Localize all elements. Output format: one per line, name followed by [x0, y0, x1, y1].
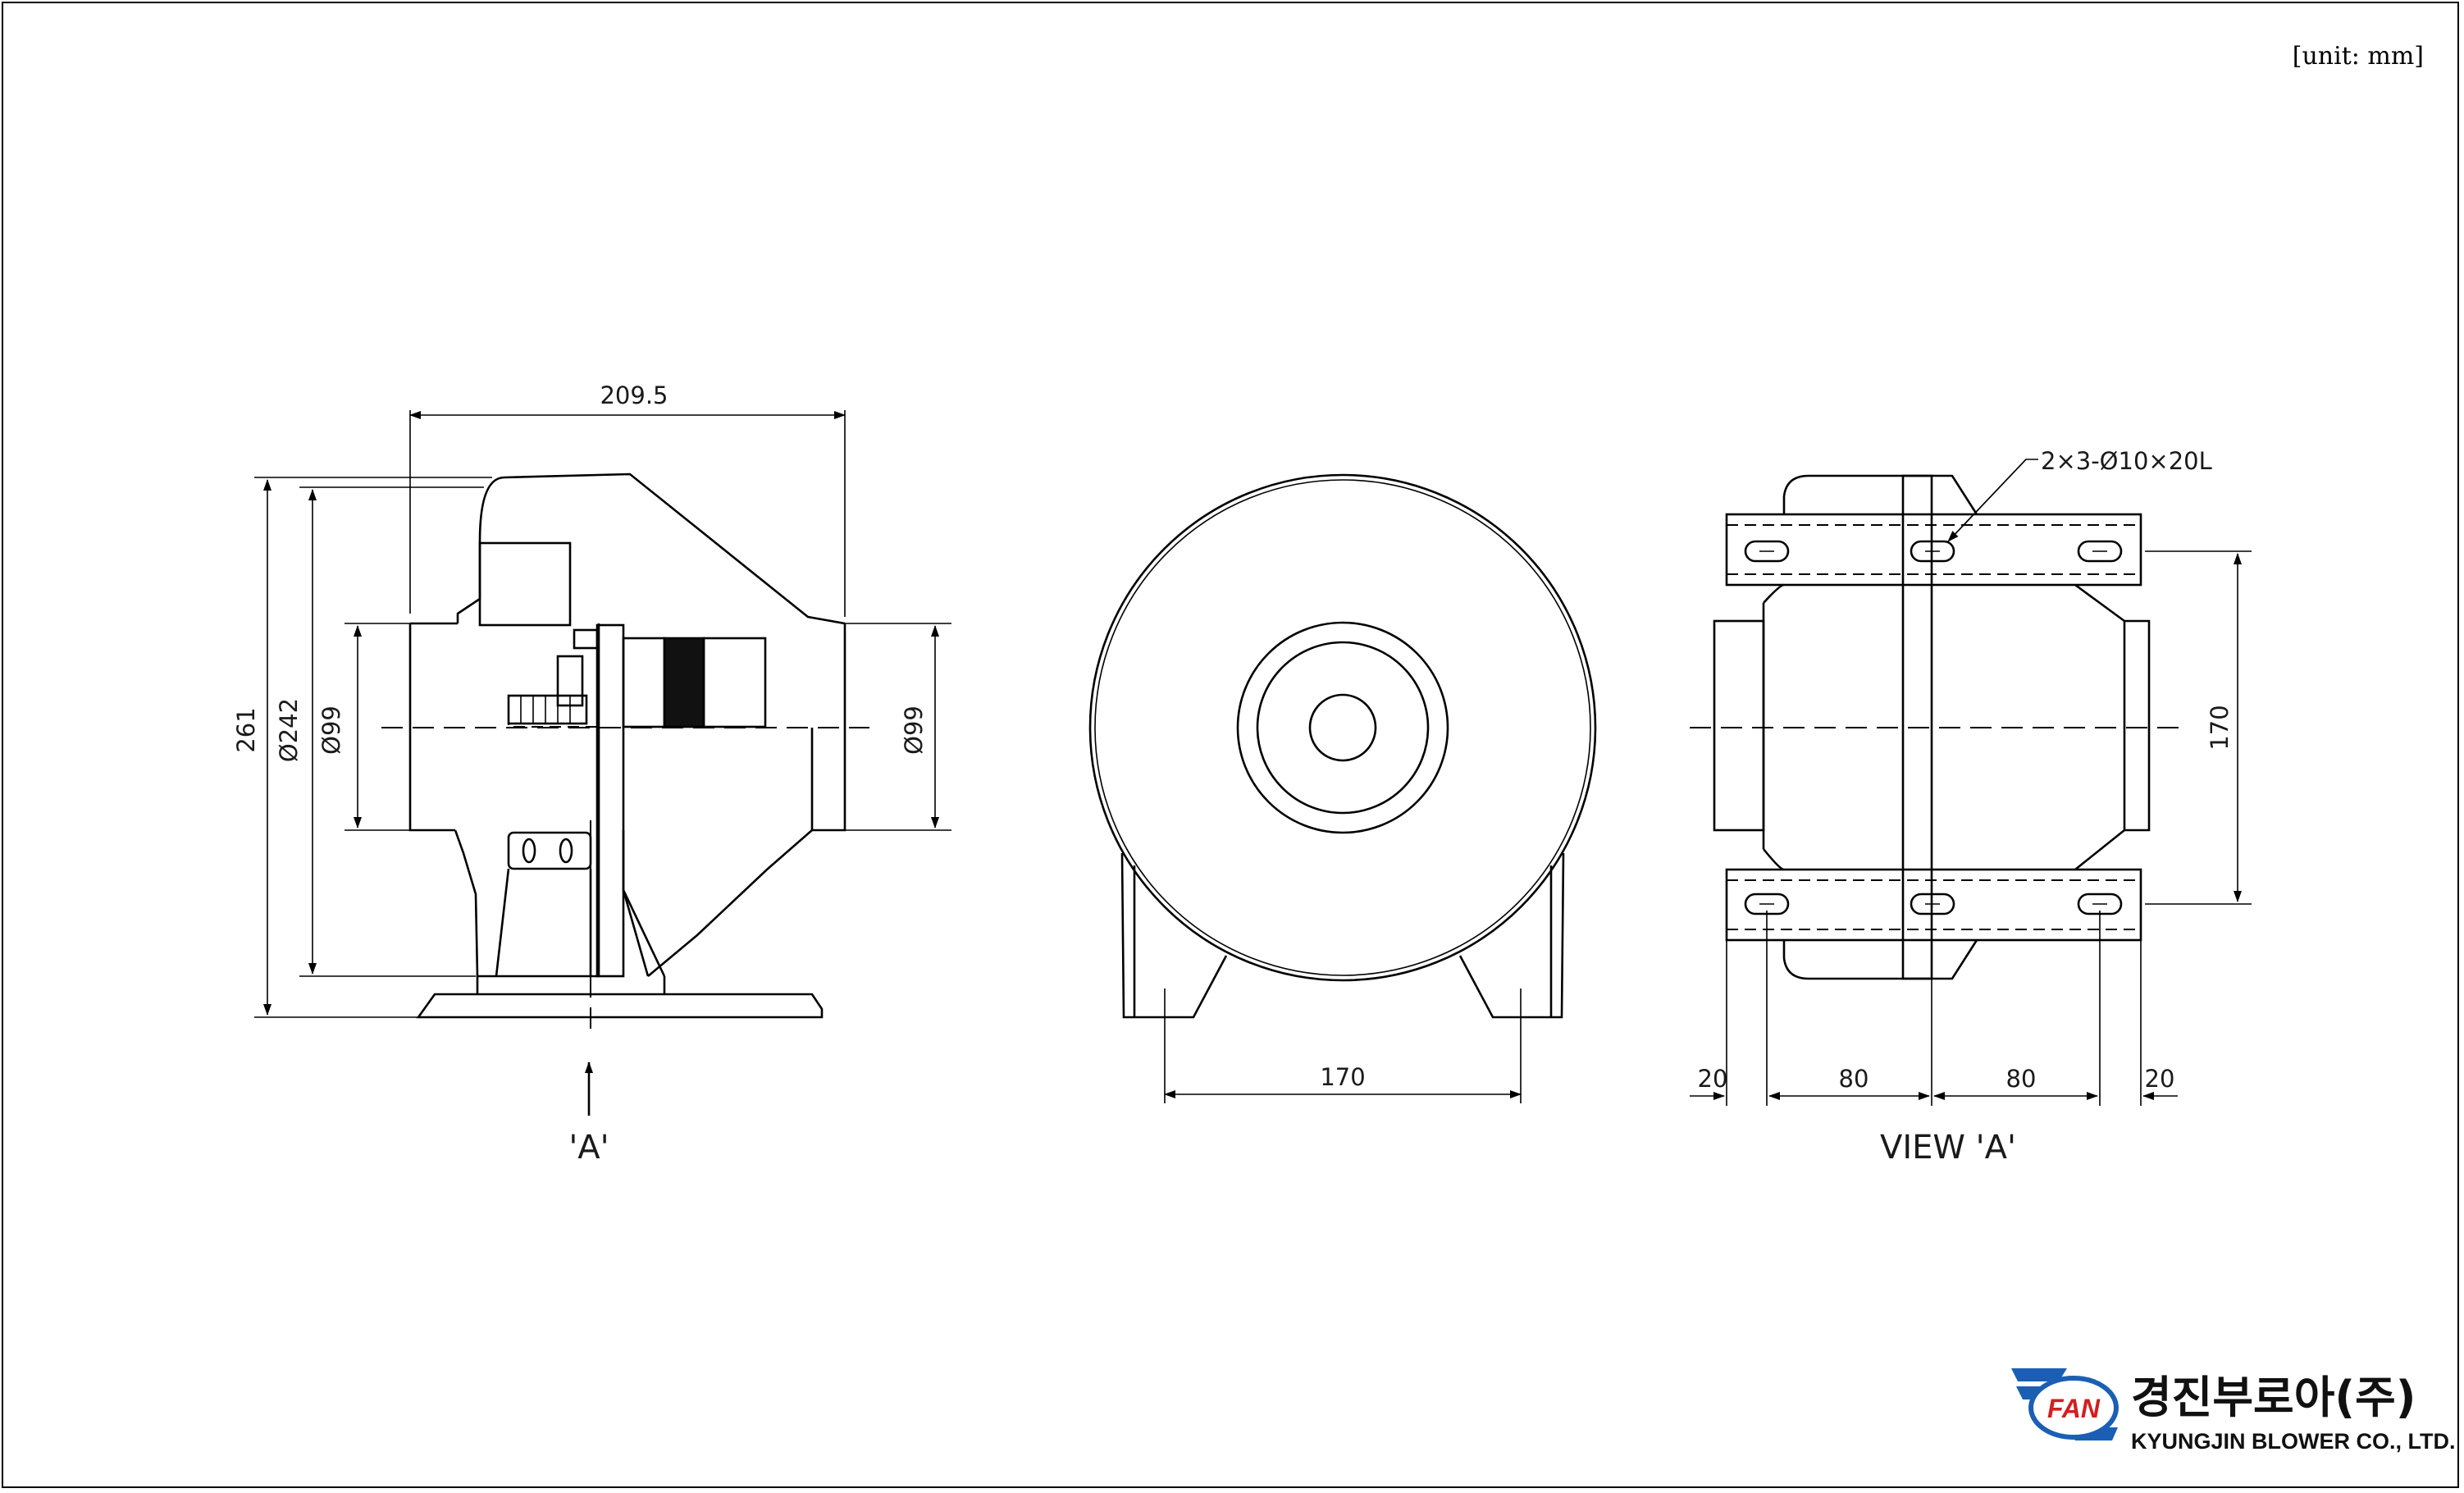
front-foot-right	[1458, 852, 1565, 1019]
dim-height-261: 261	[232, 707, 260, 752]
front-hub	[1308, 693, 1377, 762]
brand-name-ko: 경진부로아(주)	[2131, 1372, 2416, 1423]
view-a-title: VIEW 'A'	[1880, 1129, 2016, 1167]
side-impeller-hub	[622, 637, 666, 728]
unit-label: [unit: mm]	[2293, 42, 2424, 71]
slot-callout: 2×3-Ø10×20L	[2041, 447, 2212, 475]
logo-text: FAN	[2047, 1394, 2101, 1423]
brand-name-en: KYUNGJIN BLOWER CO., LTD.	[2131, 1429, 2456, 1454]
dim-pitch-1: 80	[1839, 1065, 1869, 1093]
front-housing-outer	[1088, 473, 1597, 982]
dim-body-dia: Ø242	[275, 698, 303, 762]
slot	[1744, 540, 1790, 563]
dim-pitch-2: 80	[2006, 1065, 2037, 1093]
view-a-inlet	[1713, 619, 1765, 832]
view-a-lower-flange	[1725, 868, 2142, 942]
dim-edge-left: 20	[1698, 1065, 1728, 1093]
view-a-centre-strap	[1901, 474, 1933, 980]
brand-block: FAN 경진부로아(주) KYUNGJIN BLOWER CO., LTD.	[2011, 1368, 2456, 1454]
dim-width-209-5: 209.5	[600, 381, 668, 409]
side-body-plate	[595, 623, 625, 978]
front-foot-left	[1120, 852, 1228, 1019]
dim-inlet-dia: Ø99	[317, 705, 345, 755]
fan-logo: FAN	[2011, 1368, 2119, 1440]
front-view: 170	[1088, 473, 1597, 1103]
front-inlet-ring-inner	[1256, 641, 1430, 815]
slot	[2077, 540, 2123, 563]
side-motor-box	[478, 541, 572, 627]
dim-slot-spacing: 170	[2206, 705, 2234, 750]
view-a-upper-flange	[1725, 513, 2142, 587]
side-view: 209.5 261 Ø242 Ø99 Ø99 'A'	[232, 381, 951, 1167]
side-outlet-duct	[810, 623, 846, 832]
side-bracket	[507, 831, 592, 870]
side-base-plate	[416, 993, 824, 1019]
view-a-arrow-label: 'A'	[568, 1129, 609, 1167]
dim-foot-span: 170	[1320, 1063, 1365, 1091]
dim-edge-right: 20	[2145, 1065, 2175, 1093]
dim-outlet-dia: Ø99	[900, 705, 928, 755]
front-inlet-ring-outer	[1236, 621, 1449, 834]
view-a: 2×3-Ø10×20L 170 20 80 80 20 VIEW 'A'	[1690, 447, 2252, 1167]
